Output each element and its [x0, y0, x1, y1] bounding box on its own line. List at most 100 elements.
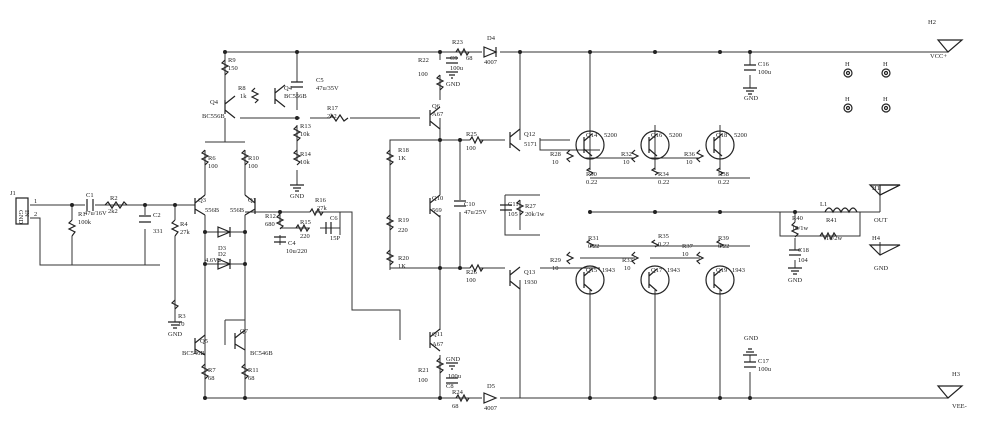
svg-text:R30: R30 — [586, 171, 597, 178]
vee-connector: H3 VEE- — [936, 371, 967, 410]
resistor-r26: R26 100 — [466, 263, 484, 284]
vcc-connector: H2 VCC+ — [928, 19, 964, 60]
svg-text:R29: R29 — [550, 257, 561, 264]
svg-text:100u: 100u — [448, 373, 462, 380]
svg-text:BC546B: BC546B — [250, 350, 273, 357]
svg-text:H: H — [883, 61, 888, 68]
svg-text:C16: C16 — [758, 61, 770, 68]
resistor-r31: R31 0.22 — [585, 235, 599, 250]
svg-text:BC556B: BC556B — [284, 93, 307, 100]
transistor-q19: Q19 1943 — [705, 265, 745, 295]
resistor-r36: R36 10 — [684, 149, 705, 166]
svg-text:27k: 27k — [180, 229, 191, 236]
resistor-r22: R22 100 — [418, 57, 445, 91]
svg-text:R22: R22 — [418, 57, 429, 64]
svg-text:C4: C4 — [288, 240, 296, 247]
svg-text:5200: 5200 — [734, 132, 747, 139]
transistor-q12: Q12 5171 — [509, 128, 537, 152]
svg-text:C11: C11 — [508, 201, 519, 208]
svg-text:100k: 100k — [78, 219, 92, 226]
svg-text:H2: H2 — [928, 19, 936, 26]
input-connector: GND IN J1 1 2 — [10, 190, 37, 225]
svg-text:10: 10 — [623, 159, 630, 166]
transistor-q17: Q17 1943 — [640, 265, 680, 295]
svg-text:0.22: 0.22 — [588, 243, 599, 250]
svg-text:68: 68 — [452, 403, 459, 410]
resistor-r35: R35 0.22 — [650, 233, 669, 248]
svg-text:1k: 1k — [240, 93, 247, 100]
svg-text:D2: D2 — [218, 251, 226, 258]
resistor-r8: R8 1k — [238, 85, 260, 104]
resistor-r24: R24 68 — [452, 389, 470, 410]
svg-text:H: H — [845, 61, 850, 68]
svg-text:R39: R39 — [718, 235, 729, 242]
svg-text:R1: R1 — [78, 211, 86, 218]
svg-text:C6: C6 — [330, 215, 338, 222]
svg-text:10u/220: 10u/220 — [286, 248, 307, 255]
svg-text:R16: R16 — [315, 197, 327, 204]
svg-text:R3: R3 — [178, 313, 186, 320]
svg-text:R4: R4 — [180, 221, 188, 228]
transistor-q14: Q14 5200 — [575, 130, 617, 160]
svg-text:2k2: 2k2 — [108, 208, 118, 215]
transistor-q4: Q4 BC556B — [202, 95, 236, 120]
resistor-r30: R30 0.22 — [585, 167, 597, 186]
resistor-r25: R25 100 — [466, 131, 484, 152]
svg-text:D3: D3 — [218, 245, 226, 252]
svg-text:0.22: 0.22 — [586, 179, 597, 186]
svg-text:4007: 4007 — [484, 405, 498, 412]
resistor-r11: R11 68 — [240, 363, 259, 382]
svg-text:5171: 5171 — [524, 141, 537, 148]
svg-text:Q11: Q11 — [432, 331, 443, 338]
resistor-r32: R32 10 — [621, 149, 640, 166]
transistor-q15: Q15 1943 — [575, 265, 615, 295]
svg-text:R9: R9 — [228, 57, 236, 64]
capacitor-c5: C5 47u/35V — [291, 77, 339, 92]
svg-text:47u/35V: 47u/35V — [316, 85, 339, 92]
svg-text:4.6V2: 4.6V2 — [205, 257, 221, 264]
resistor-r6: R6 100 — [200, 149, 218, 170]
svg-text:Q15: Q15 — [586, 267, 597, 274]
svg-text:150: 150 — [228, 65, 238, 72]
svg-text:680: 680 — [265, 221, 275, 228]
transistor-q7: Q7 BC546B — [234, 328, 273, 357]
resistor-r7: R7 68 — [200, 363, 216, 382]
svg-text:C18: C18 — [798, 247, 809, 254]
svg-text:D5: D5 — [487, 383, 495, 390]
svg-text:Q4: Q4 — [284, 85, 293, 92]
svg-text:A67: A67 — [432, 111, 444, 118]
diode-d5: D5 4007 — [483, 383, 498, 412]
svg-text:R24: R24 — [452, 389, 464, 396]
svg-text:R40: R40 — [792, 215, 803, 222]
transistor-q5: Q5 BC546B — [182, 334, 208, 357]
svg-text:D4: D4 — [487, 35, 496, 42]
inductor-l1: L1 — [820, 201, 858, 214]
svg-text:100: 100 — [418, 71, 428, 78]
resistor-r12: R12 680 — [265, 213, 285, 230]
svg-text:100: 100 — [418, 377, 428, 384]
mounting-holes: H H H H — [843, 61, 891, 113]
svg-text:R21: R21 — [418, 367, 429, 374]
capacitor-c1: C1 47u/16V — [84, 192, 107, 217]
svg-text:1K: 1K — [398, 155, 406, 162]
transistor-q13: Q13 1930 — [509, 266, 537, 290]
svg-text:10: 10 — [552, 159, 559, 166]
capacitor-c10: C10 47u/25V — [454, 200, 487, 216]
svg-text:R18: R18 — [398, 147, 409, 154]
svg-text:Q17: Q17 — [651, 267, 663, 274]
svg-text:100: 100 — [466, 277, 476, 284]
svg-text:Q16: Q16 — [651, 132, 663, 139]
resistor-r39: R39 0.22 — [715, 235, 729, 250]
svg-text:R17: R17 — [327, 105, 339, 112]
svg-text:100: 100 — [248, 163, 258, 170]
svg-text:H: H — [845, 96, 850, 103]
svg-text:10/1w: 10/1w — [792, 225, 809, 232]
svg-text:Q1: Q1 — [248, 197, 256, 204]
svg-text:Q3: Q3 — [198, 197, 206, 204]
svg-text:Q12: Q12 — [524, 131, 535, 138]
svg-text:R31: R31 — [588, 235, 599, 242]
svg-text:R26: R26 — [466, 269, 478, 276]
resistor-r21: R21 100 — [418, 357, 445, 384]
svg-text:569: 569 — [432, 207, 442, 214]
